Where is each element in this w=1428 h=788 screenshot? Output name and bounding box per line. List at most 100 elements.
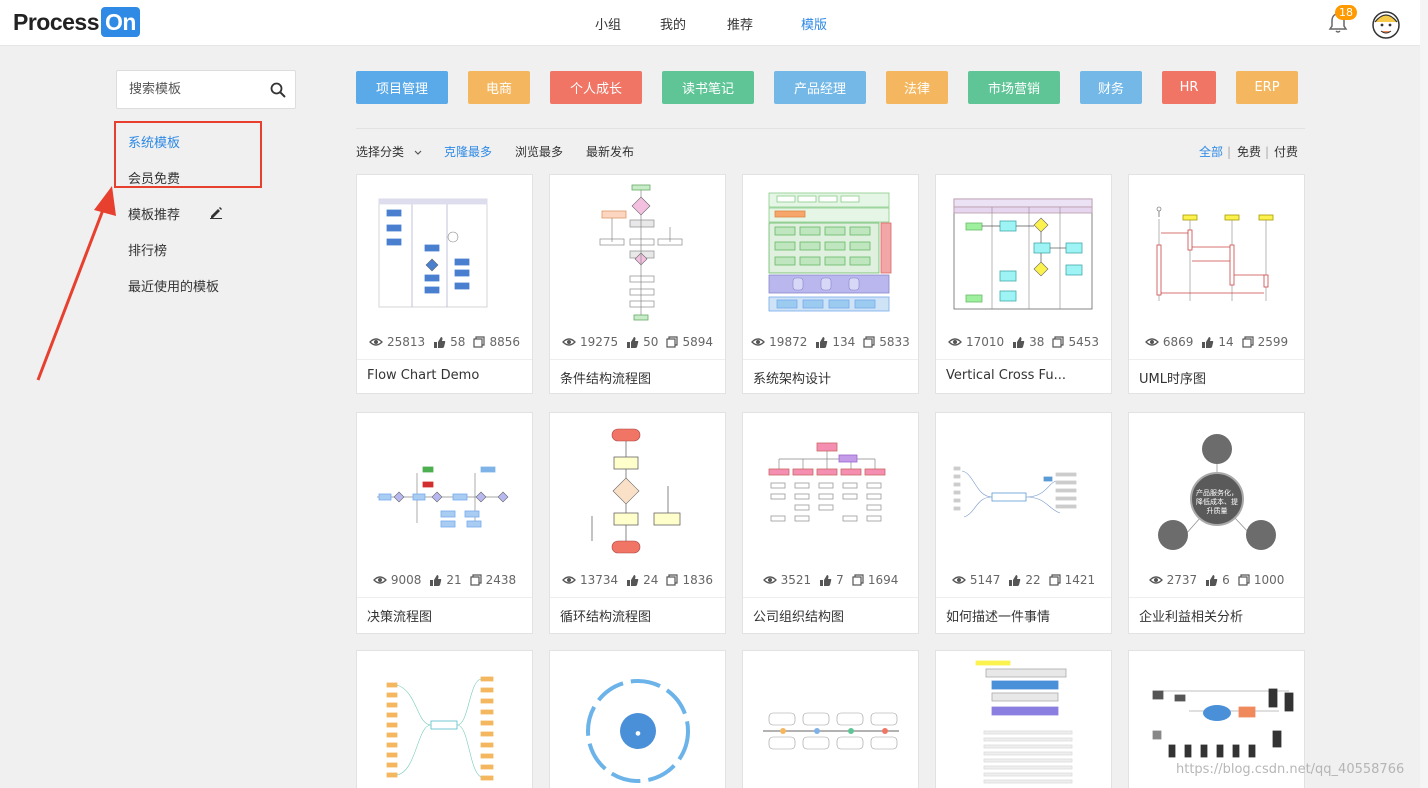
like-count: 21 bbox=[446, 573, 462, 587]
template-thumbnail[interactable]: ● bbox=[550, 651, 725, 788]
template-thumbnail[interactable] bbox=[357, 413, 532, 563]
nav-mine[interactable]: 我的 bbox=[660, 17, 687, 33]
scrollbar[interactable] bbox=[1420, 0, 1428, 788]
clone-icon bbox=[666, 336, 679, 348]
user-avatar[interactable] bbox=[1369, 6, 1403, 40]
price-paid[interactable]: 付费 bbox=[1274, 145, 1299, 159]
category-finance[interactable]: 财务 bbox=[1080, 71, 1142, 104]
template-thumbnail[interactable] bbox=[936, 413, 1111, 563]
clone-icon bbox=[1242, 336, 1254, 348]
template-thumbnail[interactable] bbox=[743, 651, 918, 788]
template-card[interactable] bbox=[356, 650, 533, 788]
template-card[interactable] bbox=[1128, 650, 1305, 788]
thumbs-up-icon bbox=[816, 336, 828, 348]
like-count: 22 bbox=[1025, 573, 1041, 587]
card-divider bbox=[550, 597, 725, 598]
clone-icon bbox=[666, 574, 679, 586]
template-thumbnail[interactable] bbox=[743, 413, 918, 563]
sort-newest[interactable]: 最新发布 bbox=[586, 145, 635, 159]
search-icon[interactable] bbox=[270, 82, 286, 98]
view-count: 17010 bbox=[965, 335, 1005, 349]
template-thumbnail[interactable] bbox=[550, 175, 725, 325]
sidebar-item-system-templates[interactable]: 系统模板 bbox=[128, 136, 181, 151]
view-count: 2737 bbox=[1166, 573, 1198, 587]
template-card[interactable] bbox=[742, 650, 919, 788]
thumbs-up-icon bbox=[1202, 336, 1214, 348]
template-title[interactable]: 循环结构流程图 bbox=[560, 610, 652, 625]
select-category-dropdown[interactable]: 选择分类 bbox=[356, 143, 423, 160]
view-count: 3521 bbox=[780, 573, 812, 587]
category-erp[interactable]: ERP bbox=[1236, 71, 1298, 104]
template-thumbnail[interactable] bbox=[1129, 175, 1304, 325]
template-thumbnail[interactable] bbox=[743, 175, 918, 325]
card-divider bbox=[357, 597, 532, 598]
card-divider bbox=[743, 597, 918, 598]
search-input[interactable] bbox=[117, 71, 257, 108]
template-title[interactable]: Flow Chart Demo bbox=[367, 368, 480, 383]
template-title[interactable]: 决策流程图 bbox=[367, 610, 433, 625]
category-marketing[interactable]: 市场营销 bbox=[968, 71, 1060, 104]
price-all[interactable]: 全部 bbox=[1199, 145, 1224, 159]
nav-group[interactable]: 小组 bbox=[595, 17, 622, 33]
category-product-manager[interactable]: 产品经理 bbox=[774, 71, 866, 104]
svg-text:●: ● bbox=[635, 730, 640, 737]
template-card[interactable]: ● bbox=[549, 650, 726, 788]
template-title[interactable]: 系统架构设计 bbox=[753, 372, 832, 387]
view-count: 6869 bbox=[1162, 335, 1194, 349]
clone-count: 5453 bbox=[1068, 335, 1099, 349]
template-thumbnail[interactable] bbox=[357, 175, 532, 325]
thumbs-up-icon bbox=[627, 336, 639, 348]
category-ecommerce[interactable]: 电商 bbox=[468, 71, 530, 104]
clone-count: 1836 bbox=[682, 573, 713, 587]
template-title[interactable]: 公司组织结构图 bbox=[753, 610, 845, 625]
card-divider bbox=[936, 597, 1111, 598]
sort-most-viewed[interactable]: 浏览最多 bbox=[515, 145, 564, 159]
category-reading-notes[interactable]: 读书笔记 bbox=[662, 71, 754, 104]
clone-count: 2438 bbox=[485, 573, 517, 587]
template-thumbnail[interactable] bbox=[550, 413, 725, 563]
thumbs-up-icon bbox=[1013, 336, 1025, 348]
edit-icon[interactable] bbox=[209, 205, 223, 219]
template-thumbnail[interactable] bbox=[1129, 651, 1304, 788]
category-hr[interactable]: HR bbox=[1162, 71, 1216, 104]
sidebar-item-member-free[interactable]: 会员免费 bbox=[128, 172, 181, 187]
category-personal-growth[interactable]: 个人成长 bbox=[550, 71, 642, 104]
nav-recommend[interactable]: 推荐 bbox=[727, 17, 754, 33]
red-arrow-annotation bbox=[36, 186, 116, 381]
price-free[interactable]: 免费 bbox=[1237, 145, 1262, 159]
template-title[interactable]: Vertical Cross Fu... bbox=[946, 368, 1066, 383]
eye-icon bbox=[562, 576, 576, 584]
category-project-management[interactable]: 项目管理 bbox=[356, 71, 448, 104]
template-title[interactable]: UML时序图 bbox=[1139, 372, 1206, 387]
sidebar-item-template-recommend[interactable]: 模板推荐 bbox=[128, 208, 181, 223]
template-card[interactable] bbox=[935, 650, 1112, 788]
template-thumbnail[interactable] bbox=[936, 651, 1111, 788]
sort-most-cloned[interactable]: 克隆最多 bbox=[444, 145, 493, 159]
template-title[interactable]: 企业利益相关分析 bbox=[1139, 610, 1244, 625]
sidebar-item-recent[interactable]: 最近使用的模板 bbox=[128, 280, 220, 295]
view-count: 5147 bbox=[969, 573, 1001, 587]
template-thumbnail[interactable] bbox=[936, 175, 1111, 325]
template-title[interactable]: 如何描述一件事情 bbox=[946, 610, 1051, 625]
nav-templates[interactable]: 模版 bbox=[801, 17, 828, 33]
template-thumbnail[interactable] bbox=[357, 651, 532, 788]
category-law[interactable]: 法律 bbox=[886, 71, 948, 104]
sidebar-item-ranking[interactable]: 排行榜 bbox=[128, 244, 168, 259]
template-title[interactable]: 条件结构流程图 bbox=[560, 372, 652, 387]
